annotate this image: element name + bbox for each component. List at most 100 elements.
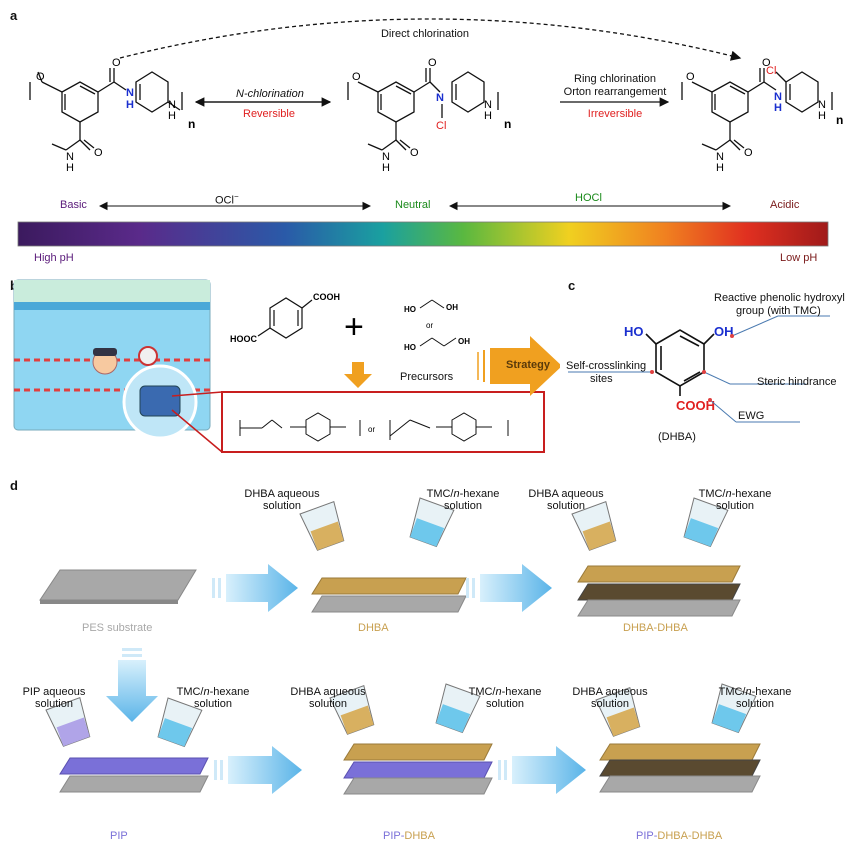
atom-n: N (66, 151, 74, 163)
panel-d-graphics (39, 497, 761, 795)
or-text: or (368, 425, 375, 434)
precursors-label: Precursors (400, 371, 454, 383)
atom-h: H (818, 110, 826, 122)
high-ph-label: High pH (34, 252, 74, 264)
self-crosslinking-label-1: Self-crosslinking (566, 360, 647, 372)
ring-chlorination-label: Ring chlorination (574, 73, 656, 85)
molecule-1 (29, 68, 183, 151)
polymer-1 (239, 412, 361, 442)
steric-label: Steric hindrance (757, 376, 837, 388)
atom-n: N (126, 87, 134, 99)
low-ph-label: Low pH (780, 252, 818, 264)
atom-o: O (112, 57, 121, 69)
pip-layer (343, 761, 493, 779)
dhba-label: DHBA (358, 622, 389, 634)
subscript-n: n (504, 117, 511, 131)
basic-label: Basic (60, 199, 87, 211)
pes-substrate-1 (39, 569, 197, 601)
atom-n: N (716, 151, 724, 163)
process-arrow (466, 564, 552, 612)
beaker-tmc (435, 683, 481, 734)
atom-o: O (410, 147, 419, 159)
atom-h: H (774, 102, 782, 114)
pip-dhba-dhba-label: PIP-DHBA-DHBA (636, 830, 723, 842)
process-arrow (212, 564, 298, 612)
atom-n: N (436, 92, 444, 104)
beaker-dhba (595, 687, 641, 737)
n-chlorination-label: N-chlorination (236, 88, 304, 100)
atom-o: O (686, 71, 695, 83)
pes-substrate-label: PES substrate (82, 622, 153, 634)
ho-text: HO (404, 343, 416, 352)
molecule-3 (681, 68, 833, 151)
hocl-label: HOCl (575, 192, 602, 204)
panel-b-graphics: COOH HOOC + HO OH or HO OH or (13, 279, 560, 453)
atom-h: H (168, 110, 176, 122)
process-arrow (214, 746, 302, 794)
subscript-n: n (188, 117, 195, 131)
ho-text: HO (624, 324, 644, 339)
ho-text: HO (404, 305, 416, 314)
reversible-label: Reversible (243, 108, 295, 120)
oh-text: OH (446, 303, 458, 312)
pip-label: PIP (110, 830, 128, 842)
atom-h: H (484, 110, 492, 122)
polymer-2 (389, 412, 509, 442)
pip-dhba-label: PIP-DHBA (383, 830, 435, 842)
atom-h: H (382, 162, 390, 174)
self-crosslinking-label-2: sites (590, 373, 613, 385)
strategy-arrow (490, 336, 560, 396)
pip-layer (59, 757, 209, 775)
atom-o: O (94, 147, 103, 159)
process-arrow (498, 746, 586, 794)
or-text: or (426, 321, 433, 330)
beaker-tmc (683, 497, 729, 548)
dhba-dhba-layer (599, 759, 761, 777)
atom-n: N (818, 99, 826, 111)
oh-text: OH (714, 324, 734, 339)
ph-gradient-bar (17, 221, 829, 247)
beaker-dhba (299, 501, 345, 551)
panel-a-letter: a (10, 8, 18, 23)
panel-d-letter: d (10, 478, 18, 493)
atom-h: H (126, 99, 134, 111)
subscript-n: n (836, 113, 843, 127)
beaker-pip (45, 697, 91, 747)
oh-text: OH (458, 337, 470, 346)
atom-o: O (744, 147, 753, 159)
irreversible-label: Irreversible (587, 108, 643, 120)
atom-h: H (716, 162, 724, 174)
beaker-dhba (571, 501, 617, 551)
plus-sign: + (344, 308, 364, 346)
atom-n: N (168, 99, 176, 111)
atom-n: N (484, 99, 492, 111)
panel-a-graphics: O O N H N H n O N H O O N Cl N H n O N H (17, 18, 843, 247)
beaker-tmc (409, 497, 455, 548)
atom-o: O (428, 57, 437, 69)
direct-chlorination-label: Direct chlorination (380, 28, 470, 40)
dhba-dhba-layer (577, 583, 741, 601)
panel-c-letter: c (568, 278, 576, 293)
dhba-layer (311, 577, 467, 595)
dhba-dhba-label: DHBA-DHBA (623, 622, 688, 634)
dhba-layer (599, 743, 761, 761)
cooh-text: COOH (313, 292, 340, 302)
down-arrow (344, 362, 372, 388)
dhba-structure (645, 329, 715, 396)
acidic-label: Acidic (770, 199, 800, 211)
ocl-label: OCl− (215, 192, 239, 207)
ewg-label: EWG (738, 410, 765, 422)
atom-cl: Cl (766, 65, 776, 77)
reactive-label-2: group (with TMC) (736, 305, 821, 317)
atom-o: O (352, 71, 361, 83)
beaker-dhba (329, 685, 375, 735)
dhba-layer (343, 743, 493, 761)
panel-c-graphics: HO OH COOH (568, 315, 830, 423)
